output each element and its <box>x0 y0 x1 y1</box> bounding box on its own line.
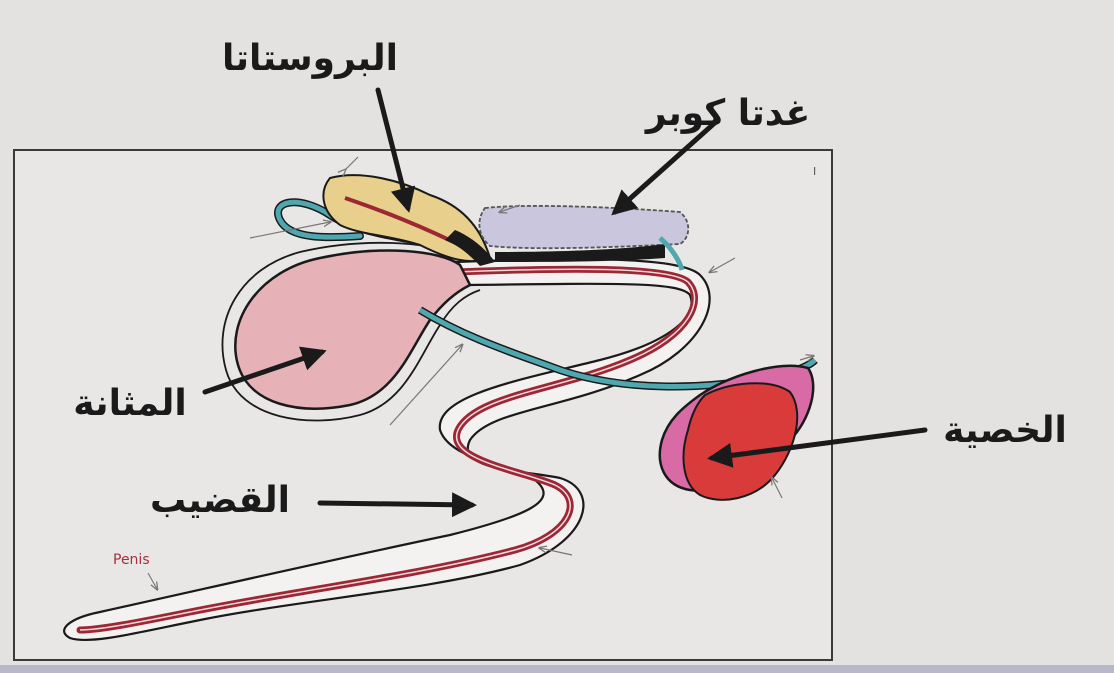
label-penis-english: Penis <box>113 552 150 568</box>
label-cowper-glands: غدتا كوبر <box>644 93 810 134</box>
label-prostate: البروستاتا <box>222 38 398 79</box>
label-bladder: المثانة <box>73 383 187 424</box>
label-penis-arabic: القضيب <box>150 480 290 521</box>
label-testis: الخصية <box>943 410 1067 451</box>
cowper-glands <box>479 206 688 248</box>
frame-corner-mark: I <box>813 165 816 178</box>
